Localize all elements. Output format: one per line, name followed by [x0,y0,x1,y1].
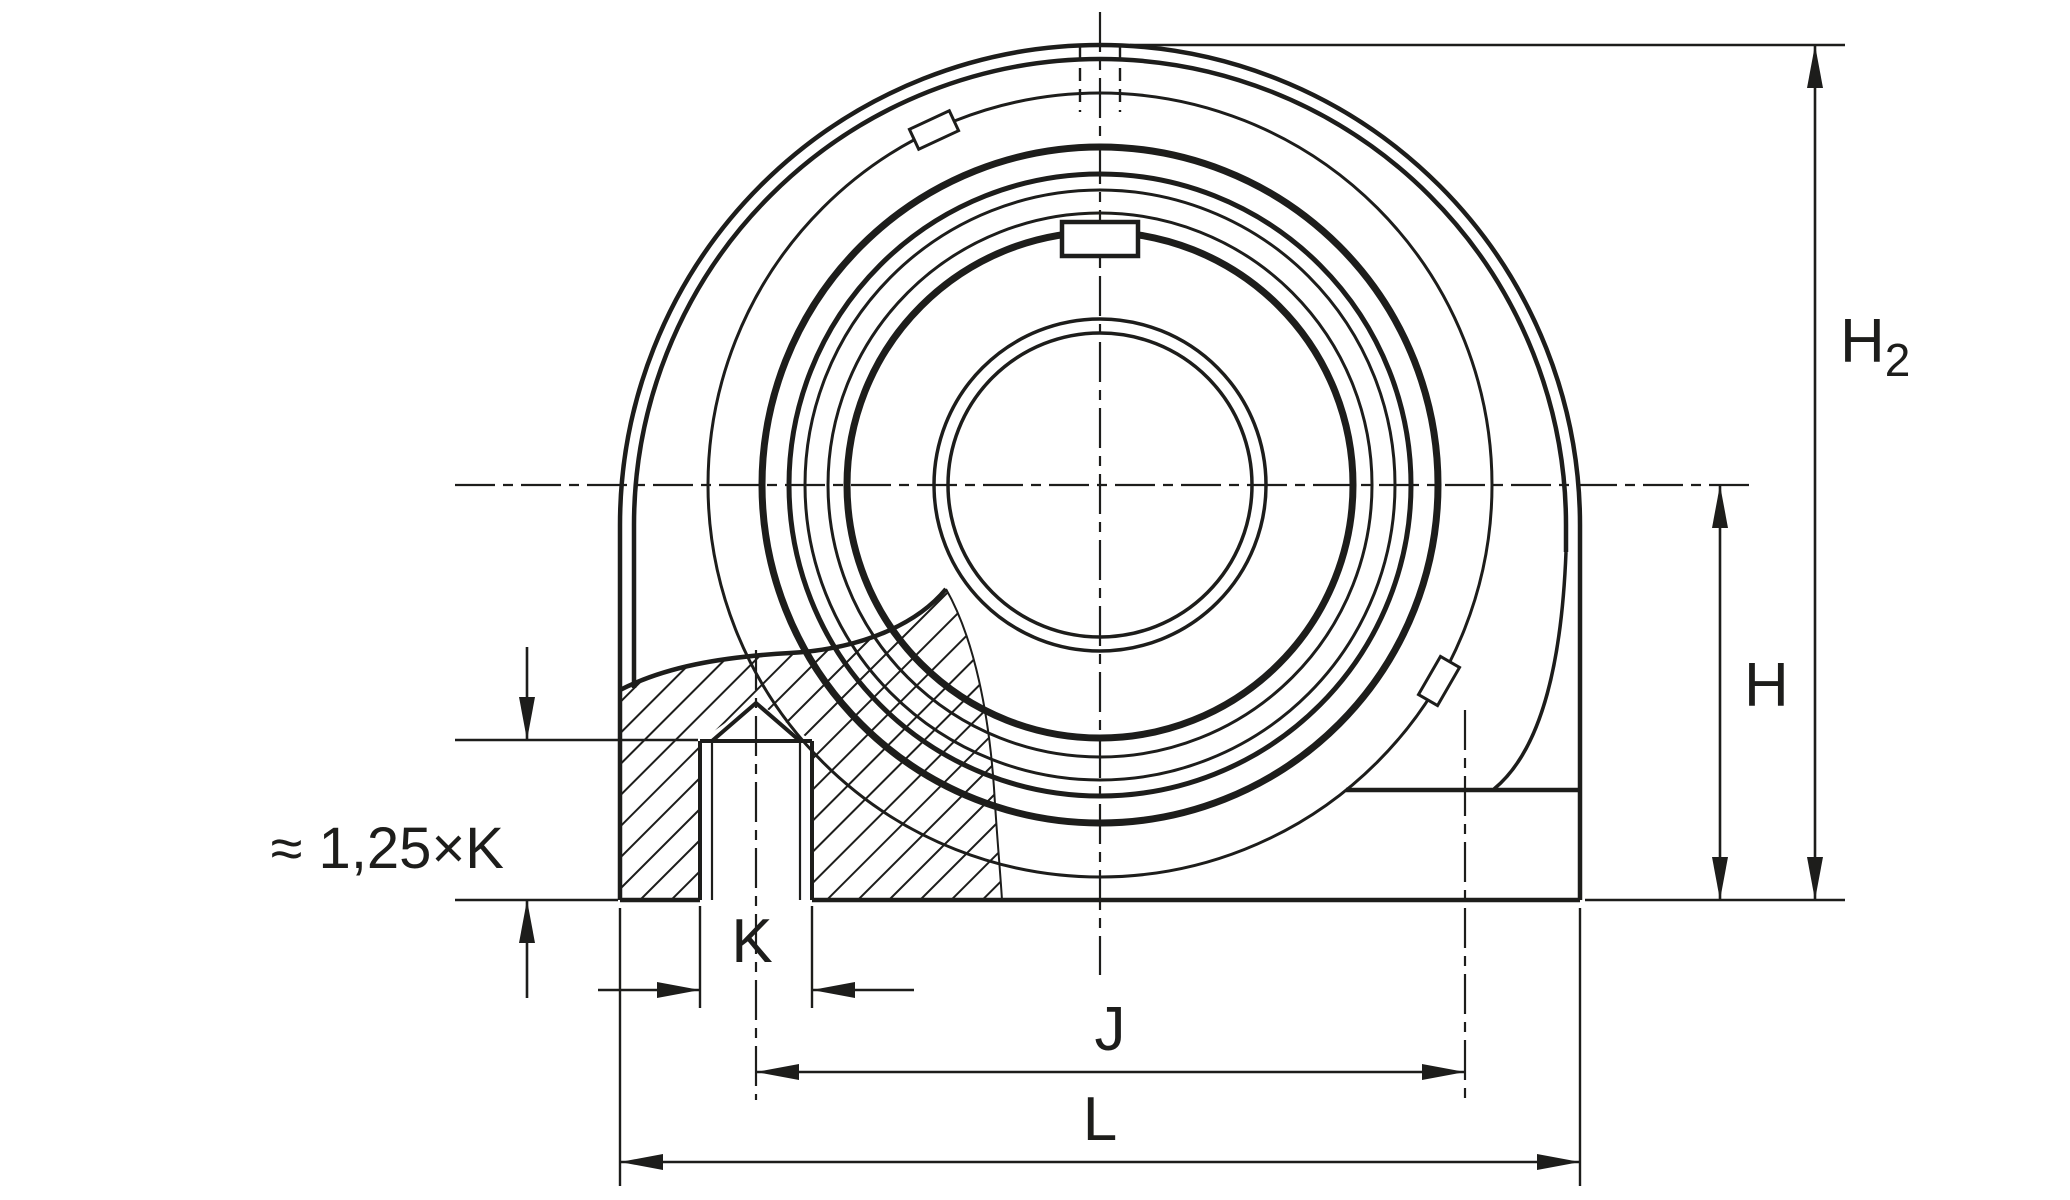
inner-wall [631,56,1569,688]
bearing-rings [706,91,1494,879]
seal-cover-circle [706,91,1494,879]
dim-label-l: L [1083,1085,1117,1154]
outer-ring-od [758,143,1442,827]
dimension-j: J [756,995,1465,1080]
drill-point-cone [710,701,802,743]
bore-circle [946,331,1254,639]
j-arrow-right [1422,1064,1465,1080]
dimension-h2: H2 [1130,43,1910,902]
tapped-hole [698,701,814,900]
k-arrow-right [657,982,700,998]
l-extension-lines [618,908,1582,1186]
dimension-h: H [1712,485,1789,900]
cover-tab-top [907,108,961,152]
cast-surface-line [618,587,948,693]
dimension-k: K [598,906,914,1008]
h-arrow-up [1712,485,1728,528]
l-arrow-right [1537,1154,1580,1170]
base-fillet-right [1492,551,1568,791]
thread-major-lines [698,739,814,900]
depth-arrow-up [519,900,535,943]
dimension-l: L [618,908,1582,1186]
outer-ring-id [786,171,1414,799]
outer-profile [617,42,1583,903]
cover-tab-right [1416,654,1462,708]
thread-minor-lines [710,741,802,900]
dim-label-j: J [1095,995,1126,1064]
dim-label-h: H [1744,651,1789,720]
dim-label-depth: ≈ 1,25×K [271,816,505,881]
h2-arrow-down [1807,857,1823,900]
housing-outline [617,42,1583,903]
inner-ring-shoulder [826,211,1374,759]
bore-chamfer-circle [932,317,1268,653]
k-arrow-left [812,982,855,998]
outer-ring-shoulder [803,188,1397,782]
l-arrow-left [620,1154,663,1170]
h-arrow-down [1712,857,1728,900]
depth-arrow-down [519,697,535,740]
dimension-thread-depth: ≈ 1,25×K [271,647,698,998]
lubrication-hole-hidden-lines [1078,47,1122,112]
dim-label-k: K [731,907,772,976]
j-arrow-left [756,1064,799,1080]
hatch-fill [620,589,1002,900]
dim-label-h2: H2 [1840,307,1910,386]
h2-arrow-up [1807,45,1823,88]
set-screw [1059,219,1141,259]
